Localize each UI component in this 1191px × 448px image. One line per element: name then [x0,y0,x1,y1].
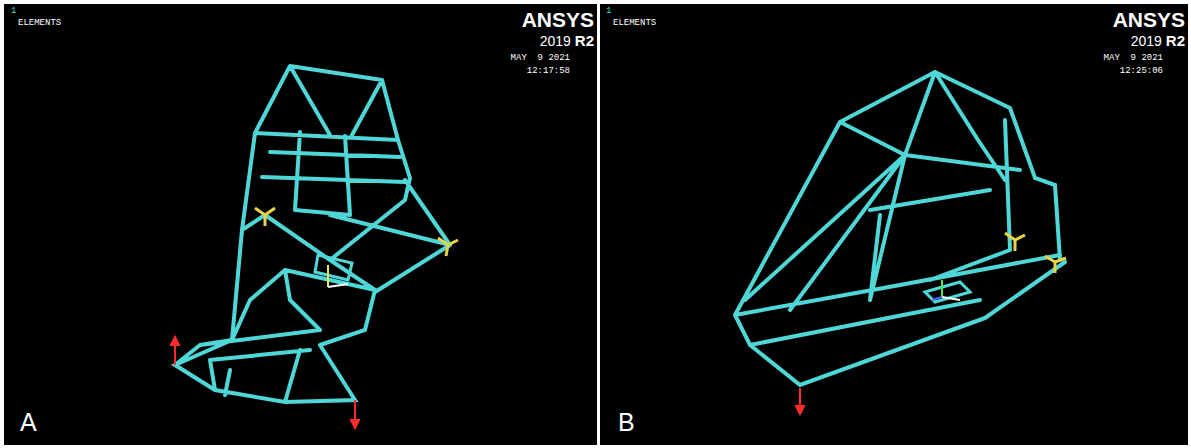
force-arrows [171,337,804,428]
release-tag: R2 [575,33,594,48]
view-title: ELEMENTS [18,19,61,28]
version-year: 2019 [540,34,571,48]
panel-letter: A [20,410,37,435]
release-tag: R2 [1166,33,1185,48]
time-stamp: 12:25:06 [1120,67,1163,76]
view-number: 1 [11,7,16,16]
support-symbols [255,208,1066,273]
software-name: ANSYS [522,9,594,30]
panel-letter: B [618,410,635,435]
time-stamp: 12:17:58 [527,67,570,76]
panel-b [600,4,1188,445]
view-title: ELEMENTS [613,19,656,28]
date-stamp: MAY 9 2021 [511,54,570,63]
software-name: ANSYS [1113,9,1185,30]
frame-b [735,72,1065,385]
panel-a [4,4,597,445]
version-year: 2019 [1131,34,1162,48]
date-stamp: MAY 9 2021 [1104,54,1163,63]
version-line: 2019 R2 [540,33,594,48]
view-number: 1 [606,7,611,16]
coordinate-triads [328,265,960,300]
version-line: 2019 R2 [1131,33,1185,48]
frame-a [175,66,450,402]
